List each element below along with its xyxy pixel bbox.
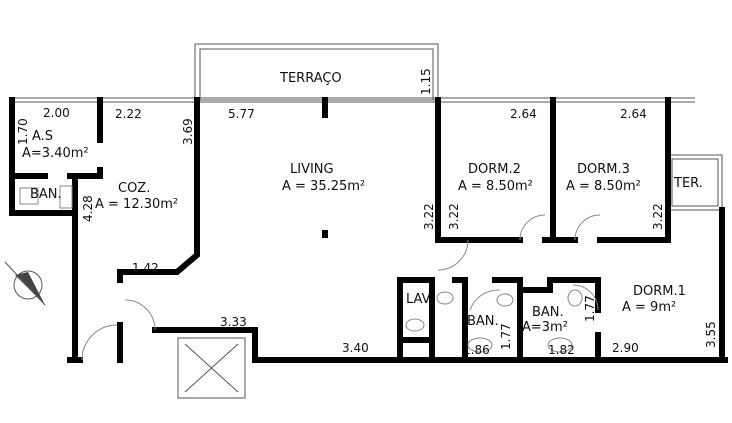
room-area-dorm1: A = 9m²	[622, 300, 676, 315]
dim-dorm2-left: 3.22	[422, 203, 436, 230]
room-area-ban-suite: A=3m²	[522, 320, 568, 335]
room-label-dorm2: DORM.2	[468, 162, 521, 177]
dim-dorm1-width: 2.90	[612, 341, 639, 355]
terraco-balcony	[194, 43, 439, 101]
dim-dorm3-right: 3.22	[651, 203, 665, 230]
dim-as-height: 1.70	[16, 118, 30, 145]
dim-dorm2-width: 2.64	[510, 107, 537, 121]
dim-living-bottom2: 3.40	[342, 341, 369, 355]
room-area-living: A = 35.25m²	[282, 179, 365, 194]
room-label-coz: COZ.	[118, 181, 150, 196]
room-area-coz: A = 12.30m²	[95, 197, 178, 212]
room-label-living: LIVING	[290, 162, 334, 177]
room-label-ban-suite: BAN.	[532, 305, 564, 320]
dim-coz-left: 4.28	[81, 195, 95, 222]
dim-living-bottom: 3.33	[220, 315, 247, 329]
dim-as-width: 2.00	[43, 106, 70, 120]
room-label-as: A.S	[32, 129, 53, 144]
dim-ban-social-height: 1.77	[499, 323, 513, 350]
elevator-shaft	[177, 337, 246, 399]
room-area-dorm3: A = 8.50m²	[566, 179, 641, 194]
dim-terraco-depth: 1.15	[419, 68, 433, 95]
room-label-lav: LAV.	[406, 292, 433, 307]
north-arrow-icon	[4, 261, 46, 306]
dim-coz-side: 3.69	[181, 118, 195, 145]
dim-ban-suite-width: 1.82	[548, 343, 575, 357]
dim-dorm1-height: 3.55	[704, 321, 718, 348]
dim-dorm2-right: 3.22	[447, 203, 461, 230]
room-area-dorm2: A = 8.50m²	[458, 179, 533, 194]
walls	[9, 97, 728, 363]
dim-coz-bottom: 1.42	[132, 261, 159, 275]
room-area-as: A=3.40m²	[22, 146, 89, 161]
room-label-ter: TER.	[673, 176, 703, 191]
dim-dorm3-width: 2.64	[620, 107, 647, 121]
dim-ban-suite-height: 1.77	[583, 295, 597, 322]
room-label-dorm1: DORM.1	[633, 284, 686, 299]
dim-coz-width: 2.22	[115, 107, 142, 121]
room-label-terraco: TERRAÇO	[279, 71, 342, 86]
room-label-ban-social: BAN.	[467, 314, 499, 329]
room-label-dorm3: DORM.3	[577, 162, 630, 177]
room-label-ban-service: BAN.	[30, 187, 62, 202]
bathroom-fixtures	[19, 185, 583, 353]
dim-living-width: 5.77	[228, 107, 255, 121]
door-swings	[81, 214, 601, 361]
dim-ban-social-width: 1.86	[463, 343, 490, 357]
